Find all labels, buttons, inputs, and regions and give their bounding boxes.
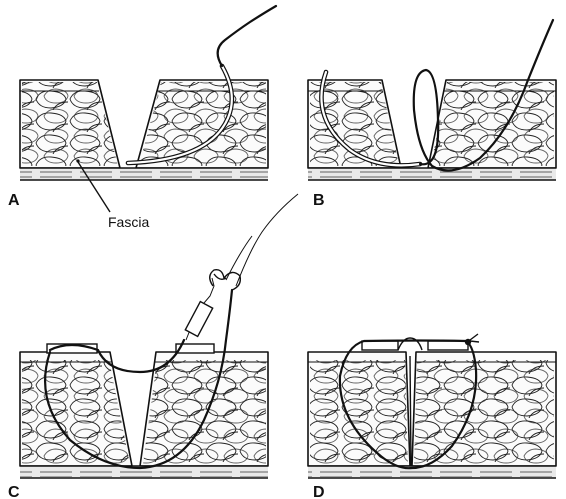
needle-b	[319, 69, 423, 168]
panel-label-a: A	[8, 192, 20, 209]
fascia-layer-c	[20, 465, 268, 479]
panel-b: B	[307, 18, 557, 209]
needle-a	[125, 63, 235, 166]
fascia-layer-a	[20, 167, 268, 181]
knot-d	[464, 333, 480, 346]
panel-d: D	[307, 333, 557, 499]
fascia-layer-b	[308, 167, 556, 181]
panel-label-d: D	[313, 484, 325, 499]
fascia-layer-d	[308, 465, 556, 479]
suture-skin-pass-c	[48, 338, 186, 374]
skin-block-right-b	[427, 79, 557, 169]
skin-block-right-d	[411, 351, 557, 467]
skin-block-left-d	[307, 351, 411, 467]
closed-wound-line-d	[409, 355, 412, 467]
suture-loop-b	[412, 18, 555, 172]
panel-label-b: B	[313, 192, 325, 209]
panel-label-c: C	[8, 484, 20, 499]
skin-block-right-c	[139, 351, 269, 467]
suture-deep-loop-c	[43, 288, 234, 470]
fascia-callout-pointer	[76, 159, 111, 213]
suture-thread-a	[216, 4, 278, 68]
skin-block-right-a	[135, 79, 269, 169]
fascia-label: Fascia	[108, 214, 149, 230]
panel-c: C	[8, 193, 299, 499]
panel-a: Fascia A	[8, 4, 278, 230]
skin-block-left-c	[19, 351, 133, 467]
needle-holder-c	[184, 193, 299, 341]
skin-block-left-a	[19, 79, 121, 169]
